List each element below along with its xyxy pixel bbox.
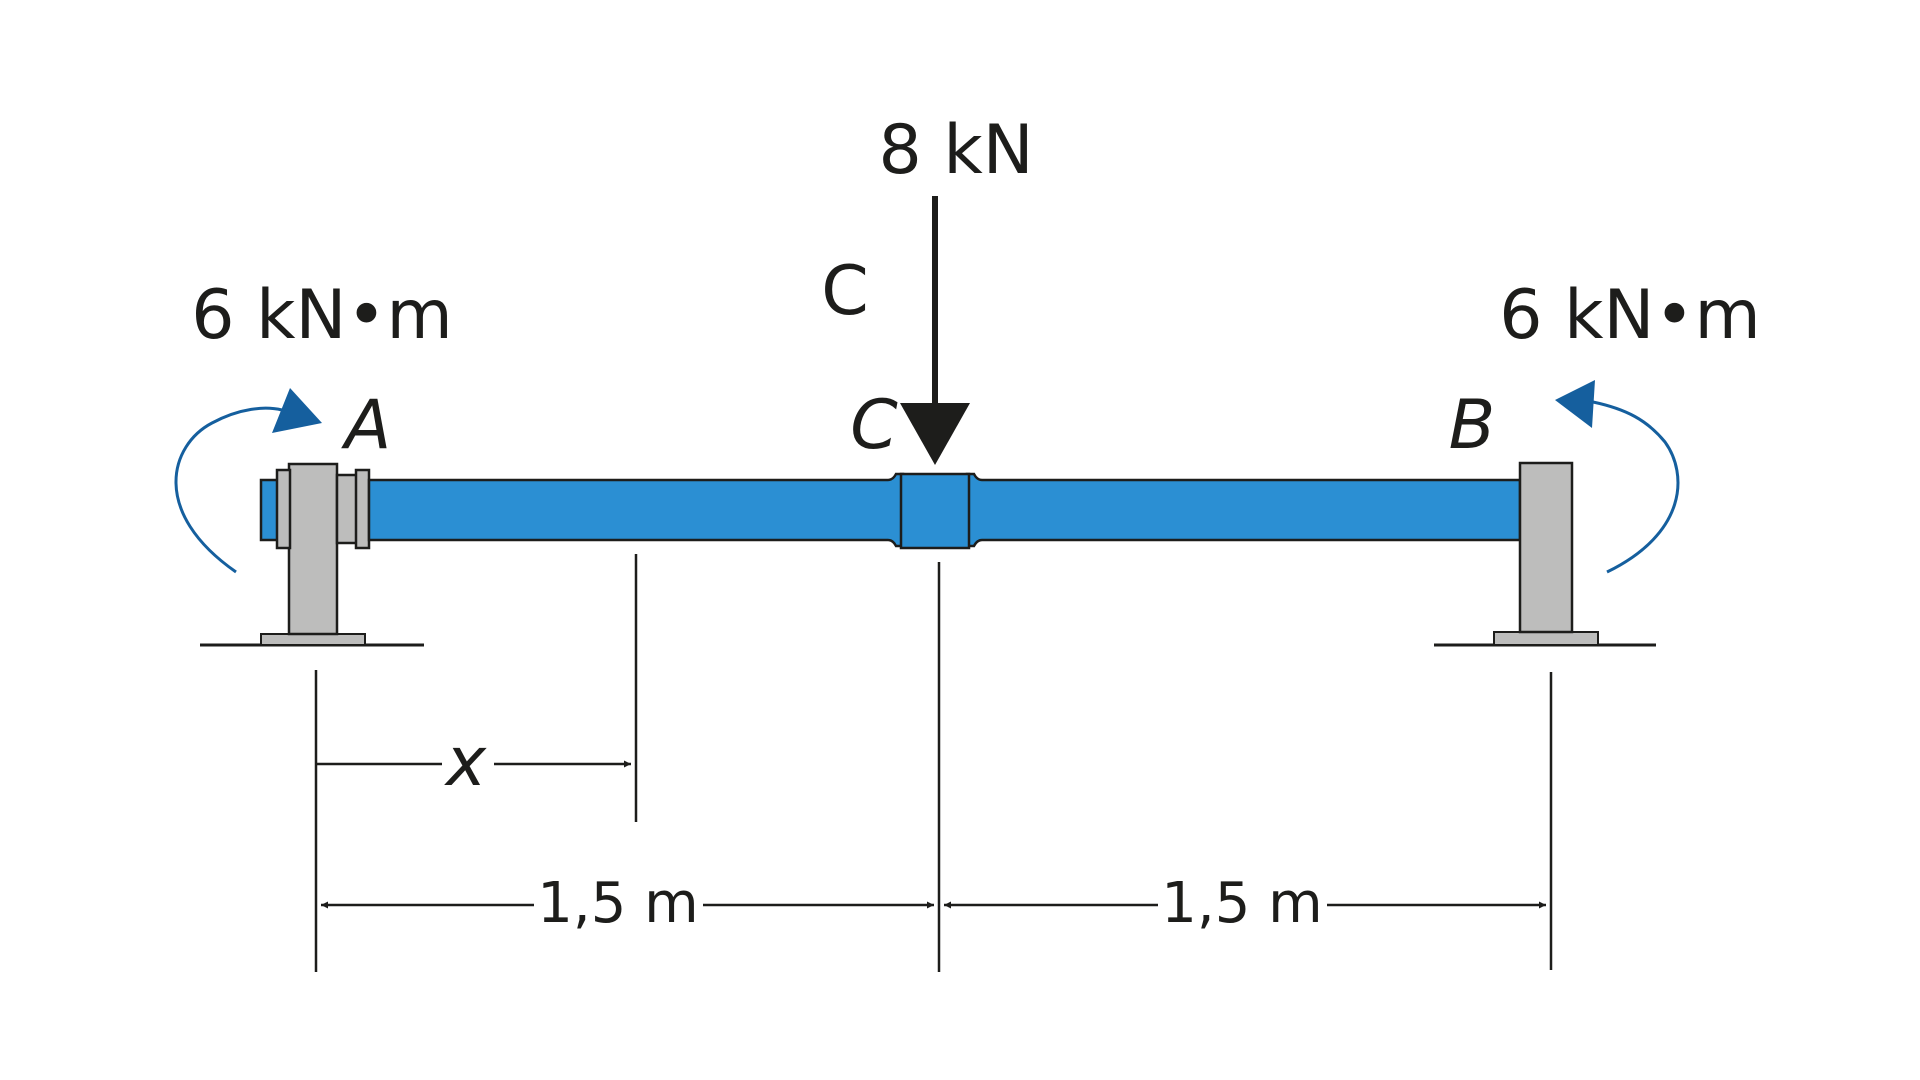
bearing-collar-right bbox=[354, 468, 371, 550]
left-moment-arc bbox=[174, 406, 283, 574]
load-arrow-head bbox=[900, 403, 970, 465]
point-load bbox=[900, 196, 970, 465]
point-b-label: B bbox=[1449, 386, 1496, 465]
shaft-left-segment bbox=[367, 472, 905, 548]
left-moment-label: 6 kN•m bbox=[191, 276, 452, 355]
right-moment-arrowhead-icon bbox=[1555, 380, 1595, 428]
support-a-post bbox=[287, 462, 339, 636]
shaft-coupling-c bbox=[899, 472, 971, 550]
right-span-dimension: 1,5 m bbox=[944, 871, 1546, 936]
support-b-base bbox=[1493, 631, 1599, 646]
shaft bbox=[367, 472, 1522, 550]
bearing-collar-left bbox=[275, 468, 292, 550]
x-dimension: x bbox=[316, 723, 631, 802]
right-moment-arc bbox=[1592, 400, 1680, 574]
x-dimension-label: x bbox=[444, 723, 487, 802]
left-span-label: 1,5 m bbox=[537, 871, 698, 936]
right-span-label: 1,5 m bbox=[1161, 871, 1322, 936]
support-a-base bbox=[260, 633, 366, 646]
point-a-label: A bbox=[341, 386, 392, 465]
support-b bbox=[1434, 461, 1656, 647]
left-moment-arrow bbox=[174, 388, 322, 574]
bearing-collar-mid bbox=[335, 473, 359, 545]
left-moment-arrowhead-icon bbox=[272, 388, 322, 433]
load-value-label: 8 kN bbox=[878, 111, 1033, 190]
load-point-label: C bbox=[821, 252, 868, 331]
support-b-post bbox=[1518, 461, 1574, 634]
right-moment-label: 6 kN•m bbox=[1499, 276, 1760, 355]
left-span-dimension: 1,5 m bbox=[321, 871, 934, 936]
right-moment-arrow bbox=[1555, 380, 1680, 574]
point-c-label: C bbox=[850, 386, 898, 465]
support-a bbox=[200, 462, 424, 647]
shaft-right-segment bbox=[965, 472, 1522, 548]
dimension-extension-lines bbox=[314, 554, 1553, 972]
